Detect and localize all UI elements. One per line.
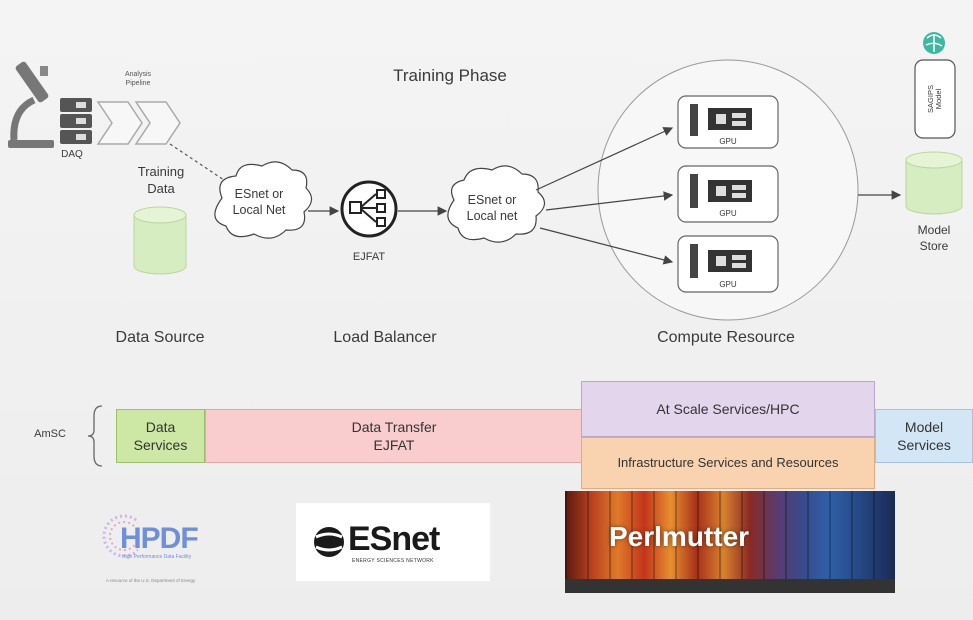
hpdf-dots-icon bbox=[102, 514, 138, 558]
training-data-label: Training Data bbox=[126, 163, 196, 197]
esnet-logo: ESnet ENERGY SCIENCES NETWORK bbox=[296, 503, 490, 581]
microscope-icon bbox=[8, 61, 54, 148]
analysis-pipeline-line-1: Analysis bbox=[124, 71, 152, 78]
cloud-right-line-2: Local net bbox=[466, 209, 518, 223]
amsc-brace bbox=[87, 405, 103, 467]
arrow-to-gpu-2 bbox=[545, 191, 674, 211]
hpdf-tagline: A resource of the U.S. Department of Ene… bbox=[106, 578, 196, 583]
esnet-wordmark: ESnet bbox=[348, 520, 440, 558]
cloud-left-label: ESnet or Local Net bbox=[216, 186, 302, 218]
gpu-label-3: GPU bbox=[719, 280, 737, 289]
daq-label: DAQ bbox=[61, 149, 83, 160]
data-services-box: Data Services bbox=[116, 409, 205, 463]
perlmutter-photo: Perlmutter bbox=[565, 491, 895, 593]
esnet-globe-icon bbox=[314, 527, 344, 557]
model-services-line-2: Services bbox=[897, 437, 951, 453]
model-store-label: Model Store bbox=[904, 222, 964, 254]
pipeline-chevrons bbox=[96, 101, 181, 145]
data-transfer-line-2: EJFAT bbox=[373, 437, 415, 453]
model-store-line-2: Store bbox=[919, 239, 949, 253]
model-badge bbox=[914, 59, 956, 139]
perlmutter-floor bbox=[565, 579, 895, 593]
model-badge-label: SAGIPS Model bbox=[926, 60, 943, 138]
analysis-pipeline-line-2: Pipeline bbox=[125, 80, 151, 87]
cloud-left bbox=[214, 161, 313, 239]
gpu-label-1: GPU bbox=[719, 137, 737, 146]
esnet-subtitle: ENERGY SCIENCES NETWORK bbox=[352, 558, 434, 564]
section-compute-resource: Compute Resource bbox=[657, 329, 795, 346]
hpdf-wordmark: HPDF bbox=[120, 522, 199, 555]
training-data-line-2: Data bbox=[147, 181, 175, 196]
cloud-left-line-2: Local Net bbox=[232, 203, 286, 217]
data-services-line-2: Services bbox=[133, 437, 188, 453]
analysis-pipeline-label: Analysis Pipeline bbox=[108, 70, 168, 88]
perlmutter-wordmark: Perlmutter bbox=[609, 521, 750, 552]
model-store-cylinder bbox=[905, 151, 963, 215]
daq-server-icon bbox=[60, 98, 92, 144]
gpu-card-2 bbox=[677, 165, 779, 223]
section-load-balancer: Load Balancer bbox=[333, 329, 437, 346]
gpu-label-2: GPU bbox=[719, 209, 737, 218]
data-transfer-line-1: Data Transfer bbox=[351, 419, 437, 435]
model-store-line-1: Model bbox=[917, 223, 951, 237]
hpdf-subtitle: High Performance Data Facility bbox=[122, 554, 192, 560]
load-balancer-icon bbox=[340, 180, 398, 238]
gpu-card-3 bbox=[677, 235, 779, 293]
arrow-to-gpu-1 bbox=[535, 127, 674, 191]
hpdf-logo: HPDF High Performance Data Facility A re… bbox=[98, 510, 228, 588]
training-data-line-1: Training bbox=[137, 164, 185, 179]
arrow-to-gpu-3 bbox=[539, 227, 674, 265]
gpu-card-1 bbox=[677, 95, 779, 149]
model-services-line-1: Model bbox=[904, 419, 944, 435]
amsc-label: AmSC bbox=[34, 428, 66, 440]
cloud-right-line-1: ESnet or bbox=[467, 193, 517, 207]
perlmutter-cabinet-lines bbox=[565, 491, 895, 593]
training-phase-diagram bbox=[8, 32, 963, 321]
at-scale-services-box: At Scale Services/HPC bbox=[581, 381, 875, 437]
data-services-line-1: Data bbox=[145, 419, 176, 435]
model-badge-line-2: Model bbox=[934, 88, 943, 110]
cloud-right-label: ESnet or Local net bbox=[452, 192, 532, 224]
infrastructure-services-box: Infrastructure Services and Resources bbox=[581, 437, 875, 489]
cloud-right bbox=[447, 165, 546, 243]
brain-icon bbox=[923, 32, 945, 54]
training-data-cylinder bbox=[133, 206, 187, 275]
diagram-title: Training Phase bbox=[393, 66, 507, 85]
ejfat-label: EJFAT bbox=[352, 251, 386, 263]
section-data-source: Data Source bbox=[115, 329, 205, 346]
cloud-left-line-1: ESnet or bbox=[234, 187, 284, 201]
model-services-box: Model Services bbox=[875, 409, 973, 463]
data-transfer-box: Data Transfer EJFAT bbox=[205, 409, 583, 463]
